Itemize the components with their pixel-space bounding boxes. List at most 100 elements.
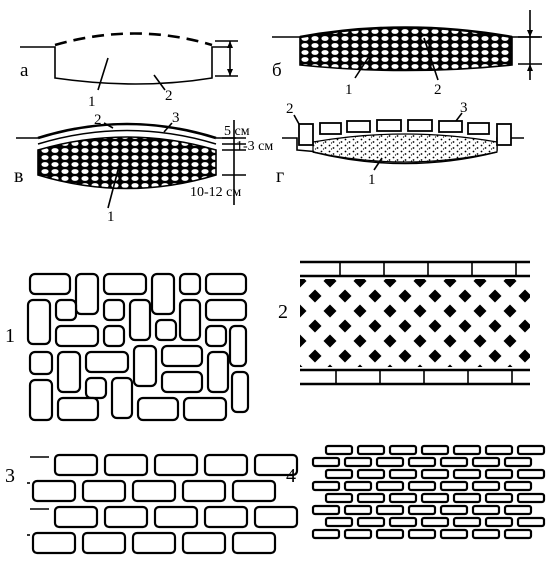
- brick: [375, 480, 405, 492]
- brick: [208, 234, 242, 268]
- brick: [328, 354, 362, 367]
- brick: [343, 279, 377, 313]
- brick: [231, 479, 277, 503]
- brick: [375, 528, 405, 540]
- brick: [81, 479, 127, 503]
- brick: [388, 279, 422, 298]
- brick: [356, 516, 386, 528]
- brick: [253, 453, 299, 477]
- section-v-dim-top: 5 см: [224, 124, 250, 139]
- brick: [493, 219, 527, 253]
- brick: [300, 279, 302, 298]
- brick: [132, 344, 158, 388]
- pattern-4-label: 4: [286, 465, 296, 487]
- brick: [463, 279, 497, 313]
- brick: [181, 479, 227, 503]
- brick: [204, 324, 228, 348]
- brick: [328, 324, 362, 358]
- pattern-2-herringbone: 2: [163, 219, 550, 388]
- section-b: б 1 2: [272, 10, 542, 98]
- brick: [433, 279, 467, 313]
- brick: [418, 279, 452, 298]
- brick: [328, 279, 362, 298]
- brick: [193, 219, 227, 253]
- brick: [433, 309, 467, 343]
- brick: [300, 279, 317, 283]
- brick: [102, 324, 126, 348]
- brick: [153, 505, 199, 529]
- brick: [231, 531, 277, 555]
- brick: [403, 309, 437, 343]
- brick: [56, 396, 100, 422]
- brick: [102, 272, 148, 296]
- pattern-4-small-bond: 4: [286, 444, 546, 540]
- brick: [433, 339, 467, 367]
- brick: [388, 354, 422, 367]
- brick: [28, 378, 54, 422]
- brick: [403, 279, 437, 283]
- brick: [178, 272, 202, 296]
- section-v-label-3: 3: [172, 110, 180, 126]
- brick: [448, 354, 482, 367]
- brick: [102, 298, 126, 322]
- brick: [418, 294, 452, 328]
- pattern-1-label: 1: [5, 325, 15, 347]
- brick: [373, 309, 407, 343]
- section-v-dim-mid: 1-3 см: [236, 139, 273, 154]
- section-a-label-2: 2: [165, 88, 173, 104]
- brick: [313, 219, 347, 253]
- brick: [103, 453, 149, 477]
- brick: [439, 456, 469, 468]
- section-g-slab: [467, 122, 490, 135]
- brick: [300, 309, 317, 343]
- brick: [388, 294, 422, 328]
- brick: [420, 492, 450, 504]
- brick: [300, 279, 317, 313]
- brick: [324, 468, 354, 480]
- brick: [160, 370, 204, 394]
- brick: [375, 504, 405, 516]
- brick: [356, 468, 386, 480]
- brick: [407, 504, 437, 516]
- brick: [228, 324, 248, 368]
- brick: [439, 480, 469, 492]
- brick: [313, 309, 347, 343]
- brick: [56, 350, 82, 394]
- brick: [538, 354, 550, 388]
- brick: [163, 219, 197, 253]
- brick: [503, 480, 533, 492]
- brick: [373, 279, 407, 313]
- brick: [136, 396, 180, 422]
- brick: [407, 528, 437, 540]
- brick: [54, 324, 100, 348]
- brick: [103, 505, 149, 529]
- brick: [328, 294, 362, 328]
- brick: [343, 504, 373, 516]
- brick: [388, 516, 418, 528]
- brick: [343, 309, 377, 343]
- brick: [516, 468, 546, 480]
- brick: [516, 492, 546, 504]
- brick: [74, 272, 100, 316]
- section-a-letter: а: [20, 60, 29, 81]
- section-v-label-2: 2: [94, 112, 102, 128]
- brick: [203, 505, 249, 529]
- pattern-4-bricks: [311, 444, 546, 540]
- brick: [484, 516, 514, 528]
- brick: [478, 279, 512, 298]
- brick: [463, 339, 497, 367]
- brick: [439, 504, 469, 516]
- brick: [53, 453, 99, 477]
- section-g-slab: [319, 122, 342, 135]
- brick: [493, 279, 527, 313]
- section-b-hex-layer: [299, 26, 513, 72]
- brick: [150, 272, 176, 316]
- pattern-2-label: 2: [278, 301, 288, 323]
- brick: [110, 376, 134, 420]
- brick: [268, 234, 302, 268]
- brick: [375, 456, 405, 468]
- brick: [358, 324, 392, 358]
- brick: [28, 272, 72, 296]
